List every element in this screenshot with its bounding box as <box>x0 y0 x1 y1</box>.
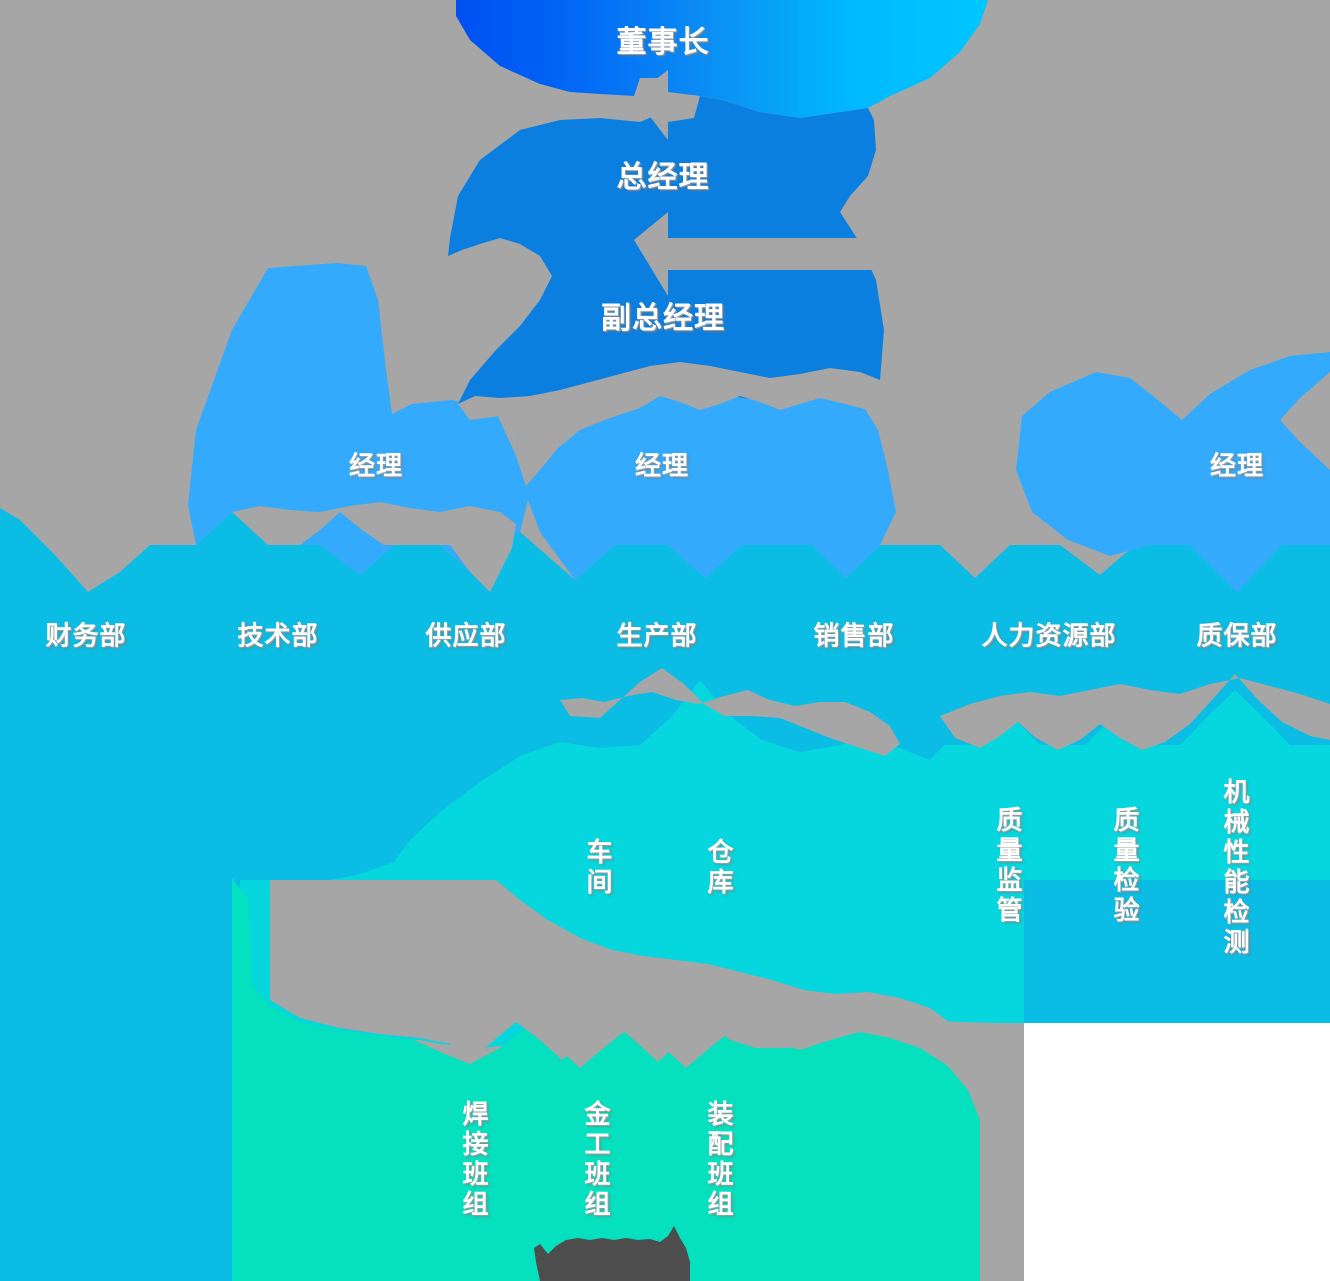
manager-band-center <box>514 372 896 580</box>
white-panel <box>1024 1023 1330 1281</box>
node-label-quality-inspection[interactable]: 质量检验 <box>1110 806 1140 926</box>
node-label-qa-dept[interactable]: 质保部 <box>1196 620 1278 651</box>
node-label-manager-3[interactable]: 经理 <box>1209 450 1265 481</box>
node-label-finance-dept[interactable]: 财务部 <box>45 620 127 651</box>
manager-band-left <box>188 263 528 575</box>
node-label-mechanical-test[interactable]: 机械性能检测 <box>1220 778 1250 958</box>
chairman-notch <box>634 70 700 140</box>
manager-band-right <box>1016 352 1330 592</box>
decorative-blob <box>534 1226 690 1281</box>
gm-notch <box>634 212 876 296</box>
node-label-manager-2[interactable]: 经理 <box>634 450 690 481</box>
connector-gm-to-managers <box>458 362 884 486</box>
connector-manager-to-dept-left <box>232 502 516 592</box>
connector-dept-to-section-qa <box>940 674 1330 750</box>
node-label-assembly-team[interactable]: 装配班组 <box>704 1100 734 1220</box>
node-label-deputy-general-manager[interactable]: 副总经理 <box>601 302 725 335</box>
node-label-machining-team[interactable]: 金工班组 <box>581 1100 611 1220</box>
node-label-hr-dept[interactable]: 人力资源部 <box>981 620 1117 651</box>
node-label-quality-supervision[interactable]: 质量监管 <box>993 806 1023 926</box>
node-label-supply-dept[interactable]: 供应部 <box>425 620 507 651</box>
node-label-welding-team[interactable]: 焊接班组 <box>459 1100 489 1220</box>
connector-section-to-team <box>270 880 960 1062</box>
node-label-technical-dept[interactable]: 技术部 <box>237 620 319 651</box>
node-label-workshop[interactable]: 车间 <box>583 838 613 898</box>
node-label-chairman[interactable]: 董事长 <box>616 26 710 59</box>
node-label-warehouse[interactable]: 仓库 <box>704 838 734 898</box>
team-band <box>232 878 980 1281</box>
node-label-manager-1[interactable]: 经理 <box>348 450 404 481</box>
node-label-production-dept[interactable]: 生产部 <box>616 620 698 651</box>
chairman-node <box>456 0 988 118</box>
node-label-general-manager[interactable]: 总经理 <box>616 161 710 194</box>
connector-dept-to-section-production <box>560 668 900 756</box>
node-label-sales-dept[interactable]: 销售部 <box>813 620 895 651</box>
